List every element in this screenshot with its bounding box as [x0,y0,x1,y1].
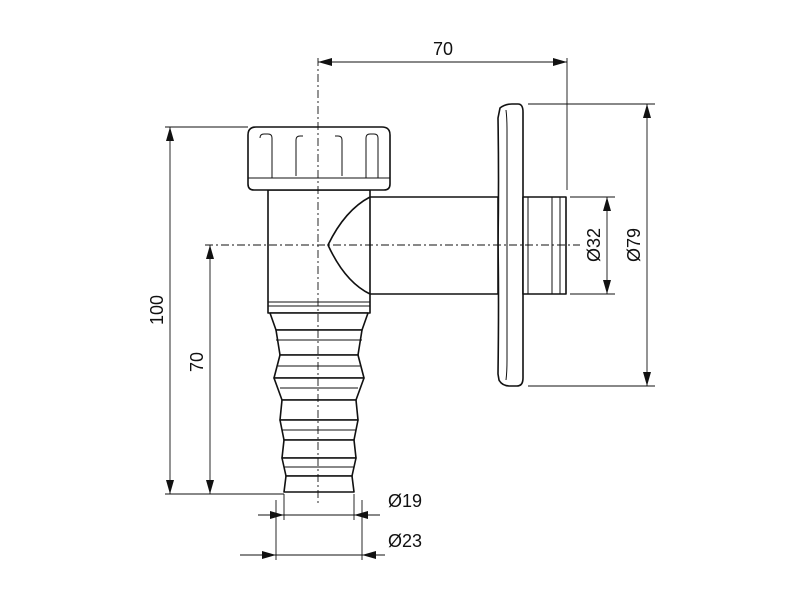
arrow-down [206,480,214,494]
arrow-right [270,511,284,519]
dimension-total-height: 100 [147,127,174,494]
dim-label-pipe-diameter: Ø32 [584,228,604,262]
arrow-left [318,58,332,66]
center-lines [205,58,580,505]
arrow-up [603,197,611,211]
arrow-left [362,551,376,559]
dimension-hose-outer: Ø23 [240,531,422,559]
dimension-horizontal-length: 70 [318,39,567,66]
arrow-up [643,104,651,118]
dimension-pipe-diameter: Ø32 [584,197,611,294]
horizontal-arm [369,196,499,295]
dim-label-flange-diameter: Ø79 [624,228,644,262]
arrow-down [643,372,651,386]
hose-barb [269,312,369,493]
arrow-down [603,280,611,294]
union-nut [247,126,391,191]
arrow-right [262,551,276,559]
dimension-hose-inner: Ø19 [258,491,422,519]
dimension-outlet-height: 70 [187,245,214,494]
arrow-down [166,480,174,494]
dim-label-hose-inner: Ø19 [388,491,422,511]
arrow-left [354,511,368,519]
dim-label-outlet-height: 70 [187,352,207,372]
valve-body [267,189,371,314]
dimension-flange-diameter: Ø79 [624,104,651,386]
dim-label-horizontal: 70 [433,39,453,59]
wall-stub [522,196,567,295]
dim-label-total-height: 100 [147,295,167,325]
dim-label-hose-outer: Ø23 [388,531,422,551]
arrow-right [553,58,567,66]
extension-lines [165,58,655,560]
arrow-up [206,245,214,259]
arrow-up [166,127,174,141]
